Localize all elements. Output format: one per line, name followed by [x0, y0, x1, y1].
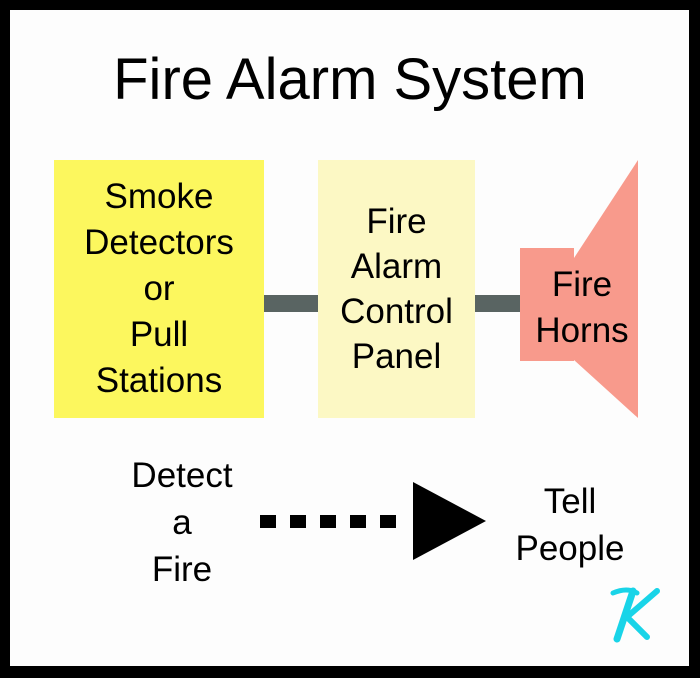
detect-caption: Detect a Fire [131, 456, 233, 589]
connector-panel-horns [475, 295, 521, 312]
connector-detectors-panel [264, 295, 318, 312]
horn-body [520, 248, 574, 361]
detectors-label: Smoke Detectors or Pull Stations [84, 177, 234, 400]
control-panel-label: Fire Alarm Control Panel [340, 202, 453, 376]
arrow-head [413, 482, 486, 560]
tell-caption: Tell People [515, 482, 625, 568]
control-panel-box: Fire Alarm Control Panel [318, 160, 475, 418]
horns-label: Fire Horns [535, 265, 629, 350]
dotted-arrow-icon [260, 482, 486, 560]
diagram-title: Fire Alarm System [113, 47, 587, 112]
k-logo-icon [610, 587, 660, 643]
horn-bell [574, 160, 638, 418]
horn-icon [520, 160, 638, 418]
detectors-box: Smoke Detectors or Pull Stations [54, 160, 264, 418]
